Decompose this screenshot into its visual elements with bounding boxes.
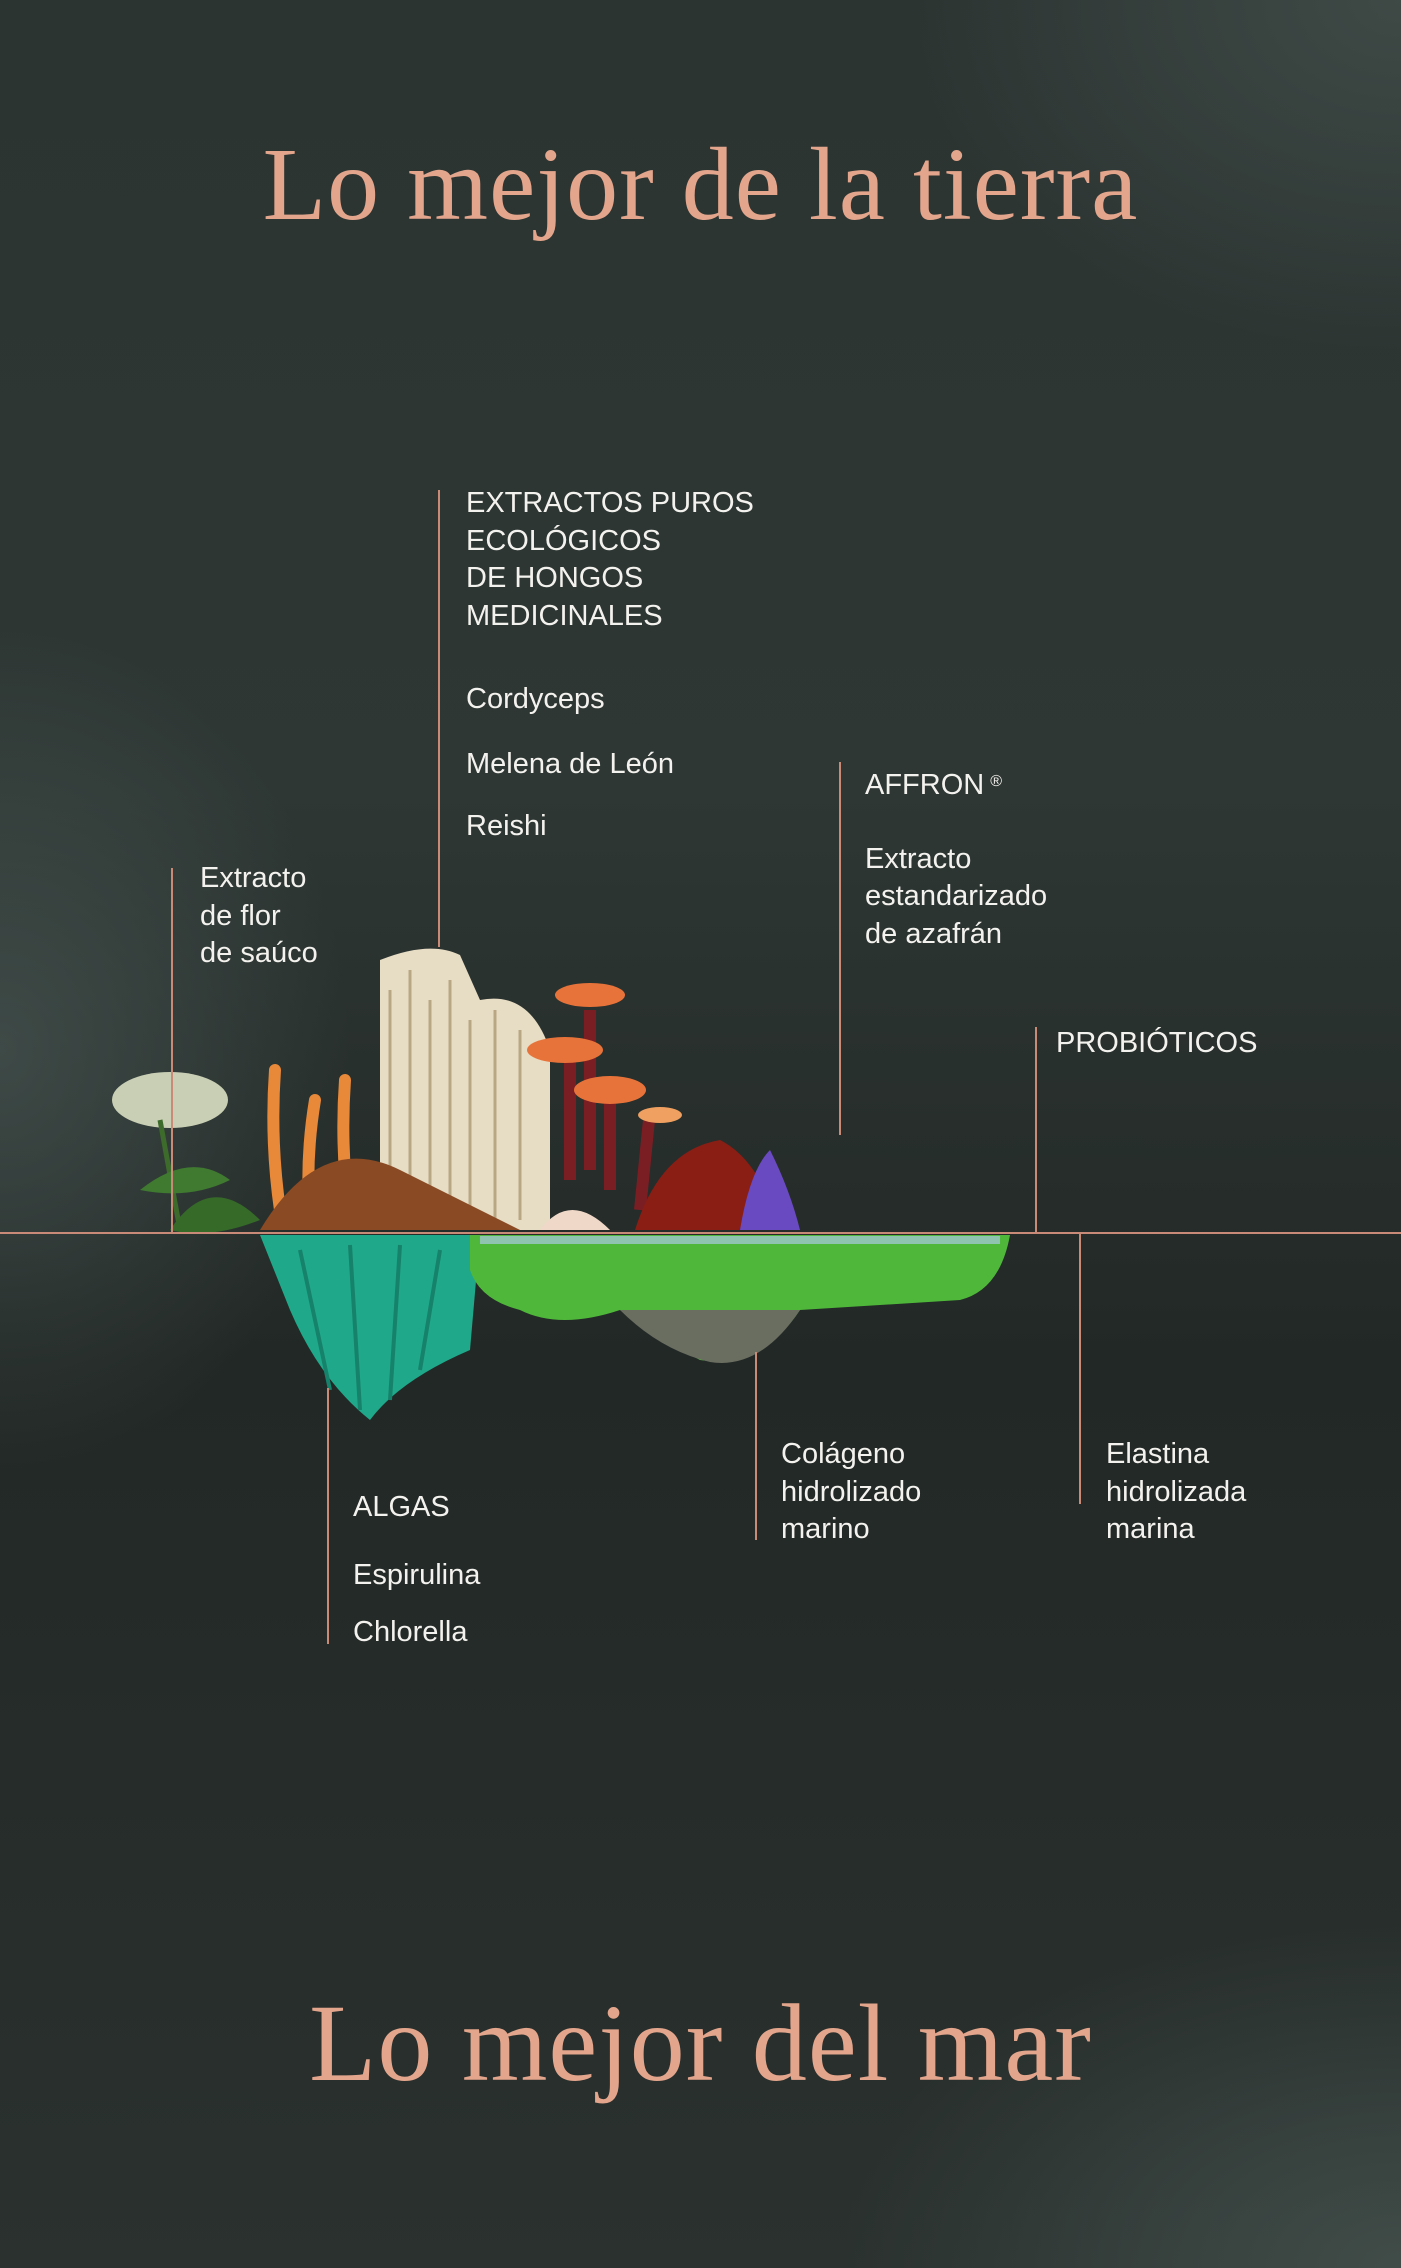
mushroom-item: Cordyceps (466, 683, 605, 715)
probiotics-label: PROBIÓTICOS (1056, 1027, 1258, 1059)
algae-item: Chlorella (353, 1616, 468, 1648)
mushrooms-heading-line: EXTRACTOS PUROS (466, 487, 754, 519)
title-sea: Lo mejor del mar (309, 1982, 1092, 2104)
callout-line-collagen (755, 1352, 757, 1540)
affron-heading: AFFRON (865, 769, 985, 801)
title-land: Lo mejor de la tierra (262, 127, 1139, 242)
crocus-image (740, 1150, 800, 1230)
callout-line-algae (327, 1388, 329, 1644)
leaves-image (260, 1158, 520, 1230)
registered-mark: ® (990, 773, 1003, 790)
mushrooms-heading-line: ECOLÓGICOS (466, 524, 661, 557)
chlorella-moss-image (470, 1235, 1010, 1363)
horizon-divider (0, 1232, 1401, 1234)
ingredients-illustration (112, 948, 1010, 1420)
affron-desc-line: de azafrán (865, 917, 1003, 950)
collagen-callout: Colágeno hidrolizado marino (781, 1436, 921, 1549)
algae-heading: ALGAS (353, 1491, 450, 1523)
mushrooms-callout: EXTRACTOS PUROS ECOLÓGICOS DE HONGOS MED… (466, 485, 754, 846)
affron-desc-line: estandarizado (865, 880, 1048, 912)
reishi-image (527, 983, 682, 1211)
callout-line-mushrooms (438, 490, 440, 947)
elderflower-line: Extracto (200, 862, 307, 894)
elderflower-callout: Extracto de flor de saúco (200, 860, 318, 973)
algae-callout: ALGAS Espirulina Chlorella (353, 1489, 480, 1652)
collagen-line: hidrolizado (781, 1475, 922, 1508)
elastin-line: hidrolizada (1106, 1475, 1247, 1508)
collagen-line: Colágeno (781, 1438, 906, 1470)
callout-line-elderflower (171, 868, 173, 1233)
elderflower-line: de flor (200, 899, 281, 932)
mushroom-item: Melena de León (466, 747, 674, 780)
algae-item: Espirulina (353, 1558, 481, 1591)
affron-callout: AFFRON ® Extracto estandarizado de azafrá… (865, 767, 1047, 953)
callout-line-probiotics (1035, 1027, 1037, 1233)
elderflower-image (112, 1072, 260, 1234)
elastin-callout: Elastina hidrolizada marina (1106, 1436, 1246, 1549)
mushrooms-heading-line: MEDICINALES (466, 599, 663, 632)
elderflower-line: de saúco (200, 937, 318, 969)
saffron-image (635, 1140, 780, 1230)
mushroom-item: Reishi (466, 810, 547, 842)
callout-line-affron (839, 762, 841, 1135)
elastin-line: Elastina (1106, 1438, 1210, 1470)
affron-desc-line: Extracto (865, 842, 972, 875)
collagen-line: marino (781, 1513, 870, 1545)
mushrooms-heading-line: DE HONGOS (466, 562, 644, 594)
callout-line-elastin (1079, 1233, 1081, 1504)
elastin-line: marina (1106, 1513, 1195, 1545)
spirulina-image (260, 1235, 480, 1420)
lions-mane-image (380, 948, 550, 1230)
